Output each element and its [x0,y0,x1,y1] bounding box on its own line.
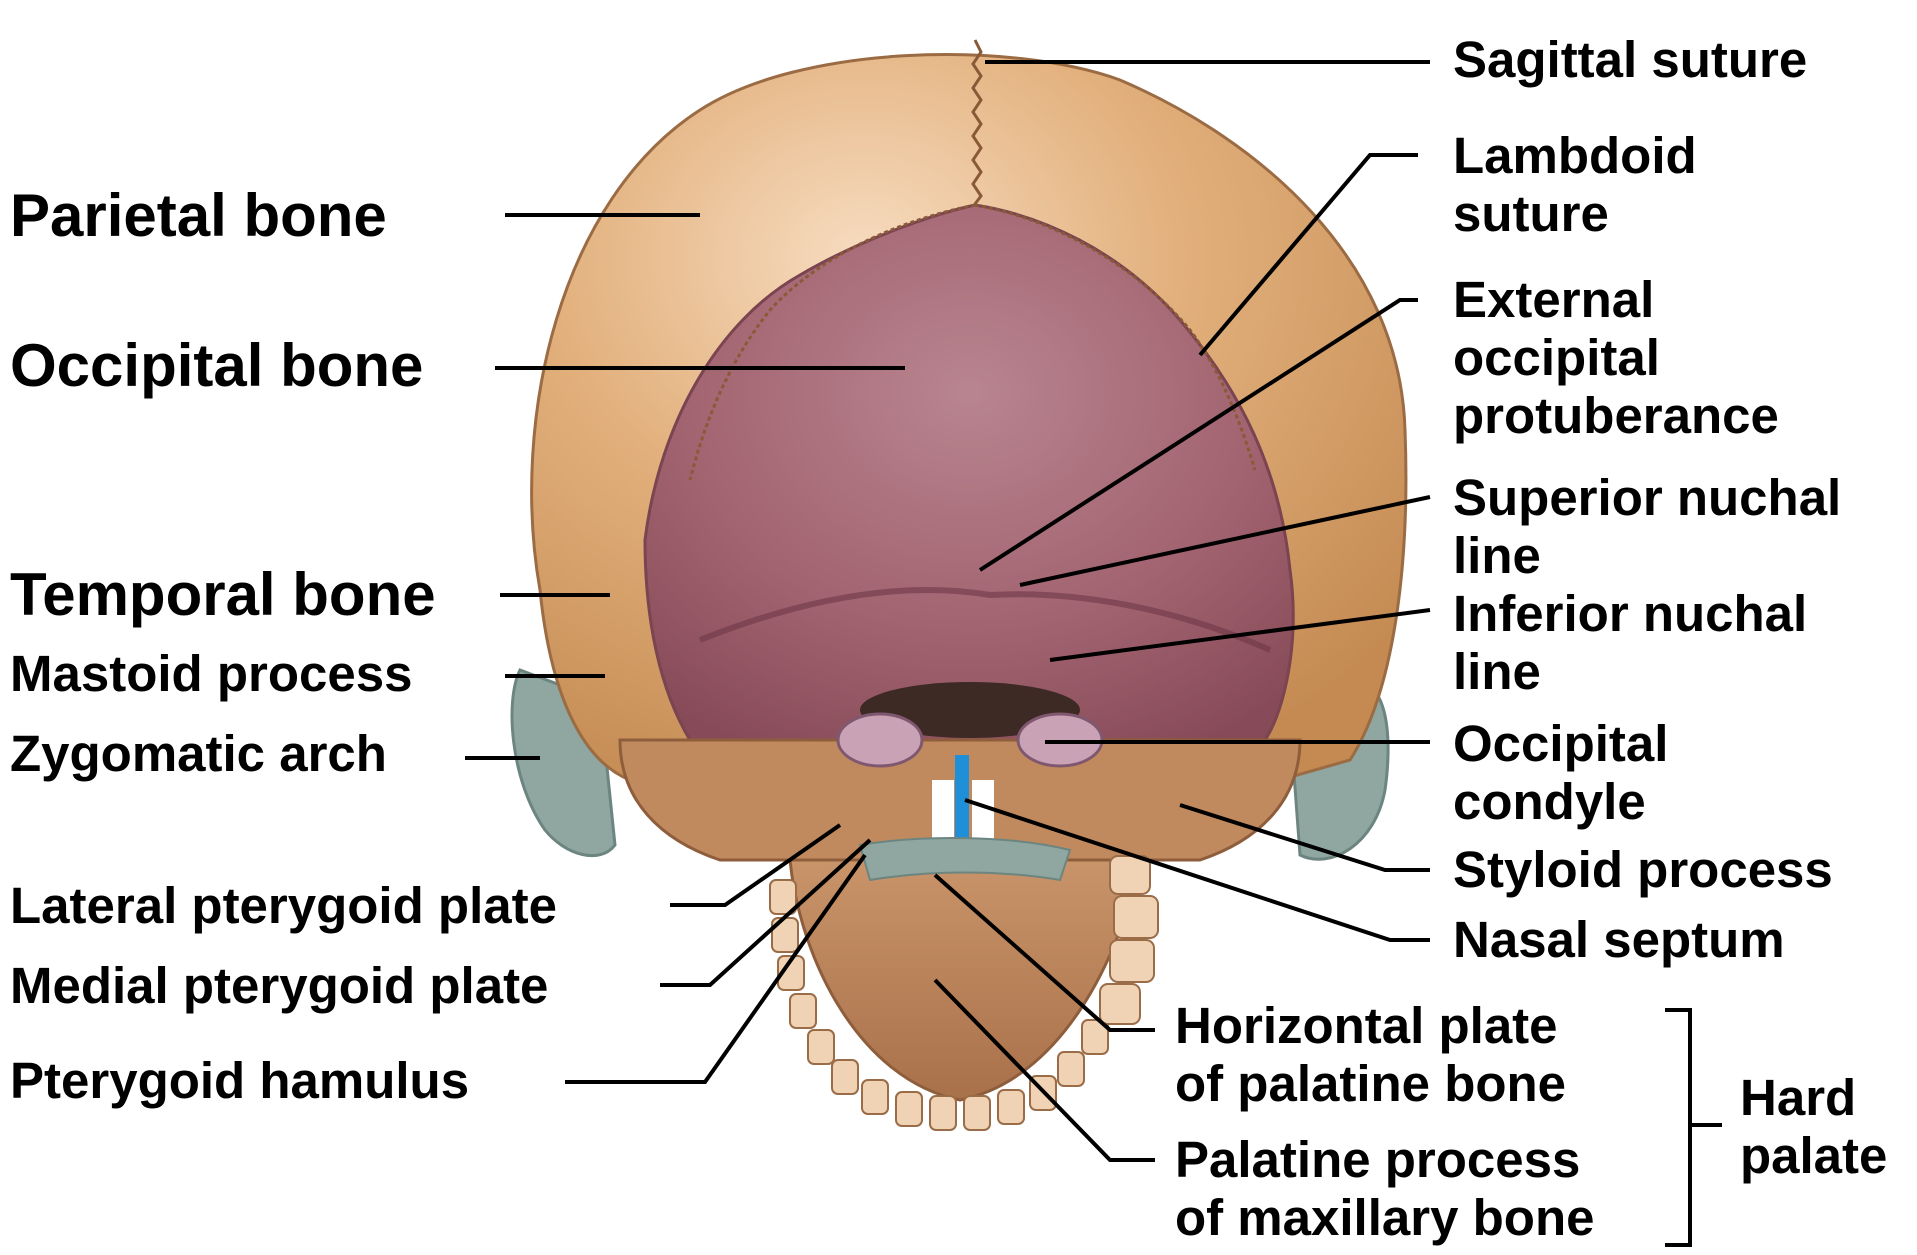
label-external-occipital-3: protuberance [1453,390,1779,441]
label-styloid-process: Styloid process [1453,844,1833,895]
label-occipital-condyle-2: condyle [1453,776,1646,827]
label-external-occipital-1: External [1453,274,1654,325]
label-horizontal-plate-2: of palatine bone [1175,1058,1566,1109]
label-parietal-bone: Parietal bone [10,186,387,246]
label-external-occipital-2: occipital [1453,332,1660,383]
label-mastoid-process: Mastoid process [10,648,412,699]
label-occipital-bone: Occipital bone [10,336,423,396]
label-horizontal-plate-1: Horizontal plate [1175,1000,1558,1051]
label-medial-pterygoid-plate: Medial pterygoid plate [10,960,548,1011]
label-zygomatic-arch: Zygomatic arch [10,728,387,779]
label-nasal-septum: Nasal septum [1453,914,1785,965]
label-inferior-nuchal-2: line [1453,646,1541,697]
label-palatine-process-2: of maxillary bone [1175,1192,1594,1243]
label-inferior-nuchal-1: Inferior nuchal [1453,588,1807,639]
label-superior-nuchal-2: line [1453,530,1541,581]
label-palatine-process-1: Palatine process [1175,1134,1580,1185]
label-hard-palate-1: Hard [1740,1072,1856,1123]
label-occipital-condyle-1: Occipital [1453,718,1668,769]
label-lateral-pterygoid-plate: Lateral pterygoid plate [10,880,557,931]
label-pterygoid-hamulus: Pterygoid hamulus [10,1055,469,1106]
label-sagittal-suture: Sagittal suture [1453,34,1807,85]
label-hard-palate-2: palate [1740,1130,1887,1181]
label-temporal-bone: Temporal bone [10,565,436,625]
label-lambdoid-suture-1: Lambdoid [1453,130,1697,181]
label-lambdoid-suture-2: suture [1453,188,1609,239]
label-superior-nuchal-1: Superior nuchal [1453,472,1841,523]
left-occipital-condyle [838,714,922,766]
